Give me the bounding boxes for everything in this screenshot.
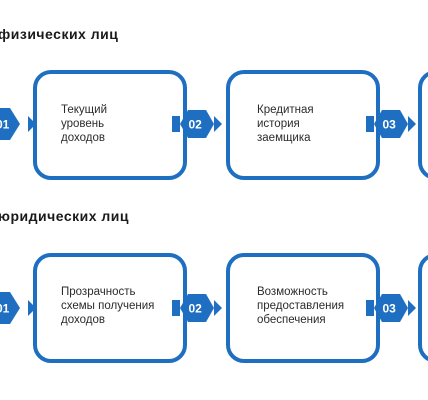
step-box [418, 254, 428, 362]
row-individuals: 01 02 03 Текущий уровень доходов Кредитн… [0, 70, 428, 180]
step-label: заемщика [257, 132, 311, 144]
step-badge-03: 03 [366, 294, 416, 322]
step-label: доходов [61, 132, 105, 144]
step-box [226, 70, 380, 180]
step-badge-03: 03 [366, 110, 416, 138]
step-box [418, 71, 428, 179]
step-number: 01 [0, 118, 10, 132]
section-title-legal-entities: юридических лиц [0, 208, 130, 224]
step-box [33, 70, 187, 180]
step-number: 03 [383, 302, 397, 316]
step-number: 03 [383, 118, 397, 132]
row-legal-entities: 01 02 03 Прозрачность схемы получения до… [0, 253, 428, 363]
step-label: доходов [61, 314, 105, 326]
section-title-individuals: физических лиц [0, 26, 119, 42]
step-badge-02: 02 [172, 110, 222, 138]
step-badge-01: 01 [0, 292, 36, 324]
step-number: 02 [189, 302, 203, 316]
step-label: история [257, 118, 300, 130]
step-label: схемы получения [61, 300, 154, 312]
step-label: Возможность [257, 286, 328, 298]
step-number: 01 [0, 302, 10, 316]
step-label: Кредитная [257, 104, 314, 116]
step-number: 02 [189, 118, 203, 132]
step-label: уровень [61, 118, 104, 130]
step-badge-01: 01 [0, 108, 36, 140]
step-label: Текущий [61, 104, 107, 116]
step-badge-02: 02 [172, 294, 222, 322]
step-label: Прозрачность [61, 286, 136, 298]
step-label: предоставления [257, 300, 344, 312]
step-label: обеспечения [257, 314, 326, 326]
